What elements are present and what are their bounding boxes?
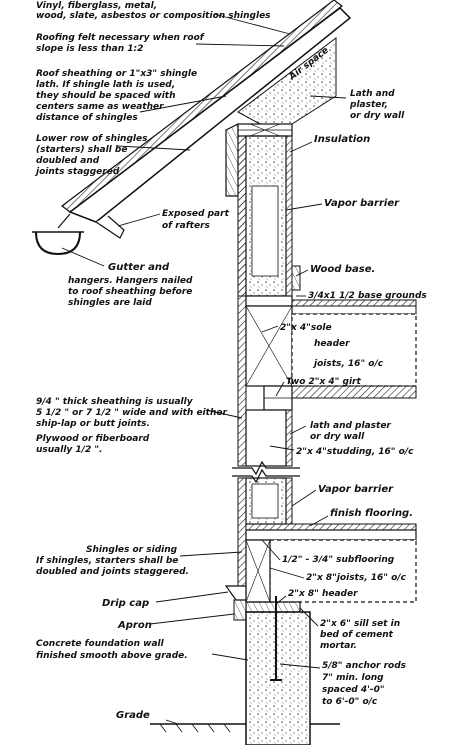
label-starters-4: joints staggered bbox=[34, 167, 120, 177]
label-foundation-1: Concrete foundation wall bbox=[36, 639, 165, 649]
apron bbox=[233, 599, 247, 621]
label-sill-2: bed of cement bbox=[320, 630, 394, 640]
label-sill-3: mortar. bbox=[320, 641, 357, 651]
label-gutter-3: to roof sheathing before bbox=[68, 287, 192, 297]
labels: Vinyl, fiberglass, metal, wood, slate, a… bbox=[34, 1, 427, 721]
label-starters-1: Lower row of shingles bbox=[36, 134, 148, 144]
label-sheathing-note-4: Plywood or fiberboard bbox=[36, 434, 150, 444]
label-header-2x8: 2"x 8" header bbox=[288, 589, 358, 599]
label-finish-flooring: finish flooring. bbox=[330, 508, 413, 519]
upper-lath-plaster bbox=[285, 135, 293, 297]
label-starters-3: doubled and bbox=[36, 156, 100, 166]
label-lath-plaster-mid-2: or dry wall bbox=[310, 432, 365, 442]
label-roof-sheathing-2: lath. If shingle lath is used, bbox=[36, 80, 175, 90]
label-wood-base: Wood base. bbox=[310, 264, 375, 275]
label-sill-1: 2"x 6" sill set in bbox=[320, 619, 400, 629]
exposed-rafter-tail bbox=[95, 215, 125, 239]
break-line bbox=[232, 460, 300, 484]
label-lath-plaster-mid-1: lath and plaster bbox=[310, 421, 391, 431]
wood-base bbox=[291, 265, 301, 291]
label-subflooring: 1/2" - 3/4" subflooring bbox=[282, 555, 395, 565]
label-exposed-rafters-1: Exposed part bbox=[162, 209, 230, 219]
label-header-joists-2: joists, 16" o/c bbox=[312, 359, 384, 369]
label-shingles-siding-2: If shingles, starters shall be bbox=[36, 556, 178, 566]
label-base-grounds: 3/4x1 1/2 base grounds bbox=[308, 291, 427, 301]
label-sheathing-note-5: usually 1/2 ". bbox=[36, 445, 102, 455]
label-shingle-types-1: Vinyl, fiberglass, metal, bbox=[36, 1, 157, 11]
label-grade: Grade bbox=[116, 710, 150, 721]
label-roof-sheathing-1: Roof sheathing or 1"x3" shingle bbox=[36, 69, 197, 79]
leader-lines bbox=[61, 13, 347, 725]
label-gutter-4: shingles are laid bbox=[68, 298, 152, 308]
mid-wall bbox=[237, 135, 293, 467]
upper-wall bbox=[237, 123, 301, 297]
label-anchor-rods-3: spaced 4'-0" bbox=[322, 685, 385, 695]
label-roof-sheathing-4: centers same as weather bbox=[36, 102, 164, 112]
label-gutter-1: Gutter and bbox=[108, 262, 170, 273]
roof-shingles bbox=[61, 0, 343, 213]
gutter bbox=[32, 213, 84, 256]
label-joists-2x8: 2"x 8"joists, 16" o/c bbox=[306, 573, 407, 583]
label-vapor-barrier-bottom: Vapor barrier bbox=[318, 484, 394, 495]
label-sheathing-note-3: ship-lap or butt joints. bbox=[36, 419, 150, 429]
lower-wall bbox=[224, 477, 417, 621]
label-sheathing-note-1: 9/4 " thick sheathing is usually bbox=[36, 397, 194, 407]
label-vapor-barrier-top: Vapor barrier bbox=[324, 198, 400, 209]
upper-floor-platform bbox=[245, 295, 417, 411]
label-sheathing-note-2: 5 1/2 " or 7 1/2 " wide and with either bbox=[36, 408, 227, 418]
label-insulation: Insulation bbox=[314, 134, 370, 145]
label-roof-sheathing-3: they should be spaced with bbox=[36, 91, 176, 101]
drip-cap bbox=[224, 585, 247, 601]
label-lath-plaster-top-2: plaster, bbox=[349, 100, 388, 110]
roof-assembly bbox=[61, 0, 352, 239]
label-exposed-rafters-2: of rafters bbox=[162, 221, 211, 231]
label-studding: 2"x 4"studding, 16" o/c bbox=[296, 447, 414, 457]
cornice-trim bbox=[225, 123, 239, 197]
label-gutter-2: hangers. Hangers nailed bbox=[68, 276, 193, 286]
label-girt: Two 2"x 4" girt bbox=[286, 377, 361, 387]
label-drip-cap: Drip cap bbox=[102, 598, 149, 609]
label-lath-plaster-top-3: or dry wall bbox=[350, 111, 405, 121]
label-anchor-rods-1: 5/8" anchor rods bbox=[322, 661, 407, 671]
label-lath-plaster-top-1: Lath and bbox=[350, 89, 395, 99]
label-roofing-felt-2: slope is less than 1:2 bbox=[36, 44, 143, 54]
label-anchor-rods-4: to 6'-0" o/c bbox=[322, 697, 378, 707]
label-header-joists-1: header bbox=[314, 339, 350, 349]
foundation-wall bbox=[150, 596, 340, 745]
label-shingles-siding-1: Shingles or siding bbox=[86, 545, 178, 555]
label-shingle-types-2: wood, slate, asbestos or composition shi… bbox=[36, 11, 271, 21]
label-apron: Apron bbox=[117, 620, 152, 631]
sill bbox=[245, 601, 301, 613]
roof-insulation bbox=[237, 36, 337, 125]
label-sole: 2"x 4"sole bbox=[280, 323, 332, 333]
label-roofing-felt-1: Roofing felt necessary when roof bbox=[36, 33, 205, 43]
label-shingles-siding-3: doubled and joints staggered. bbox=[36, 567, 189, 577]
label-starters-2: (starters) shall be bbox=[36, 145, 127, 155]
label-anchor-rods-2: 7" min. long bbox=[322, 673, 384, 683]
label-foundation-2: finished smooth above grade. bbox=[36, 651, 188, 661]
label-roof-sheathing-5: distance of shingles bbox=[36, 113, 138, 123]
